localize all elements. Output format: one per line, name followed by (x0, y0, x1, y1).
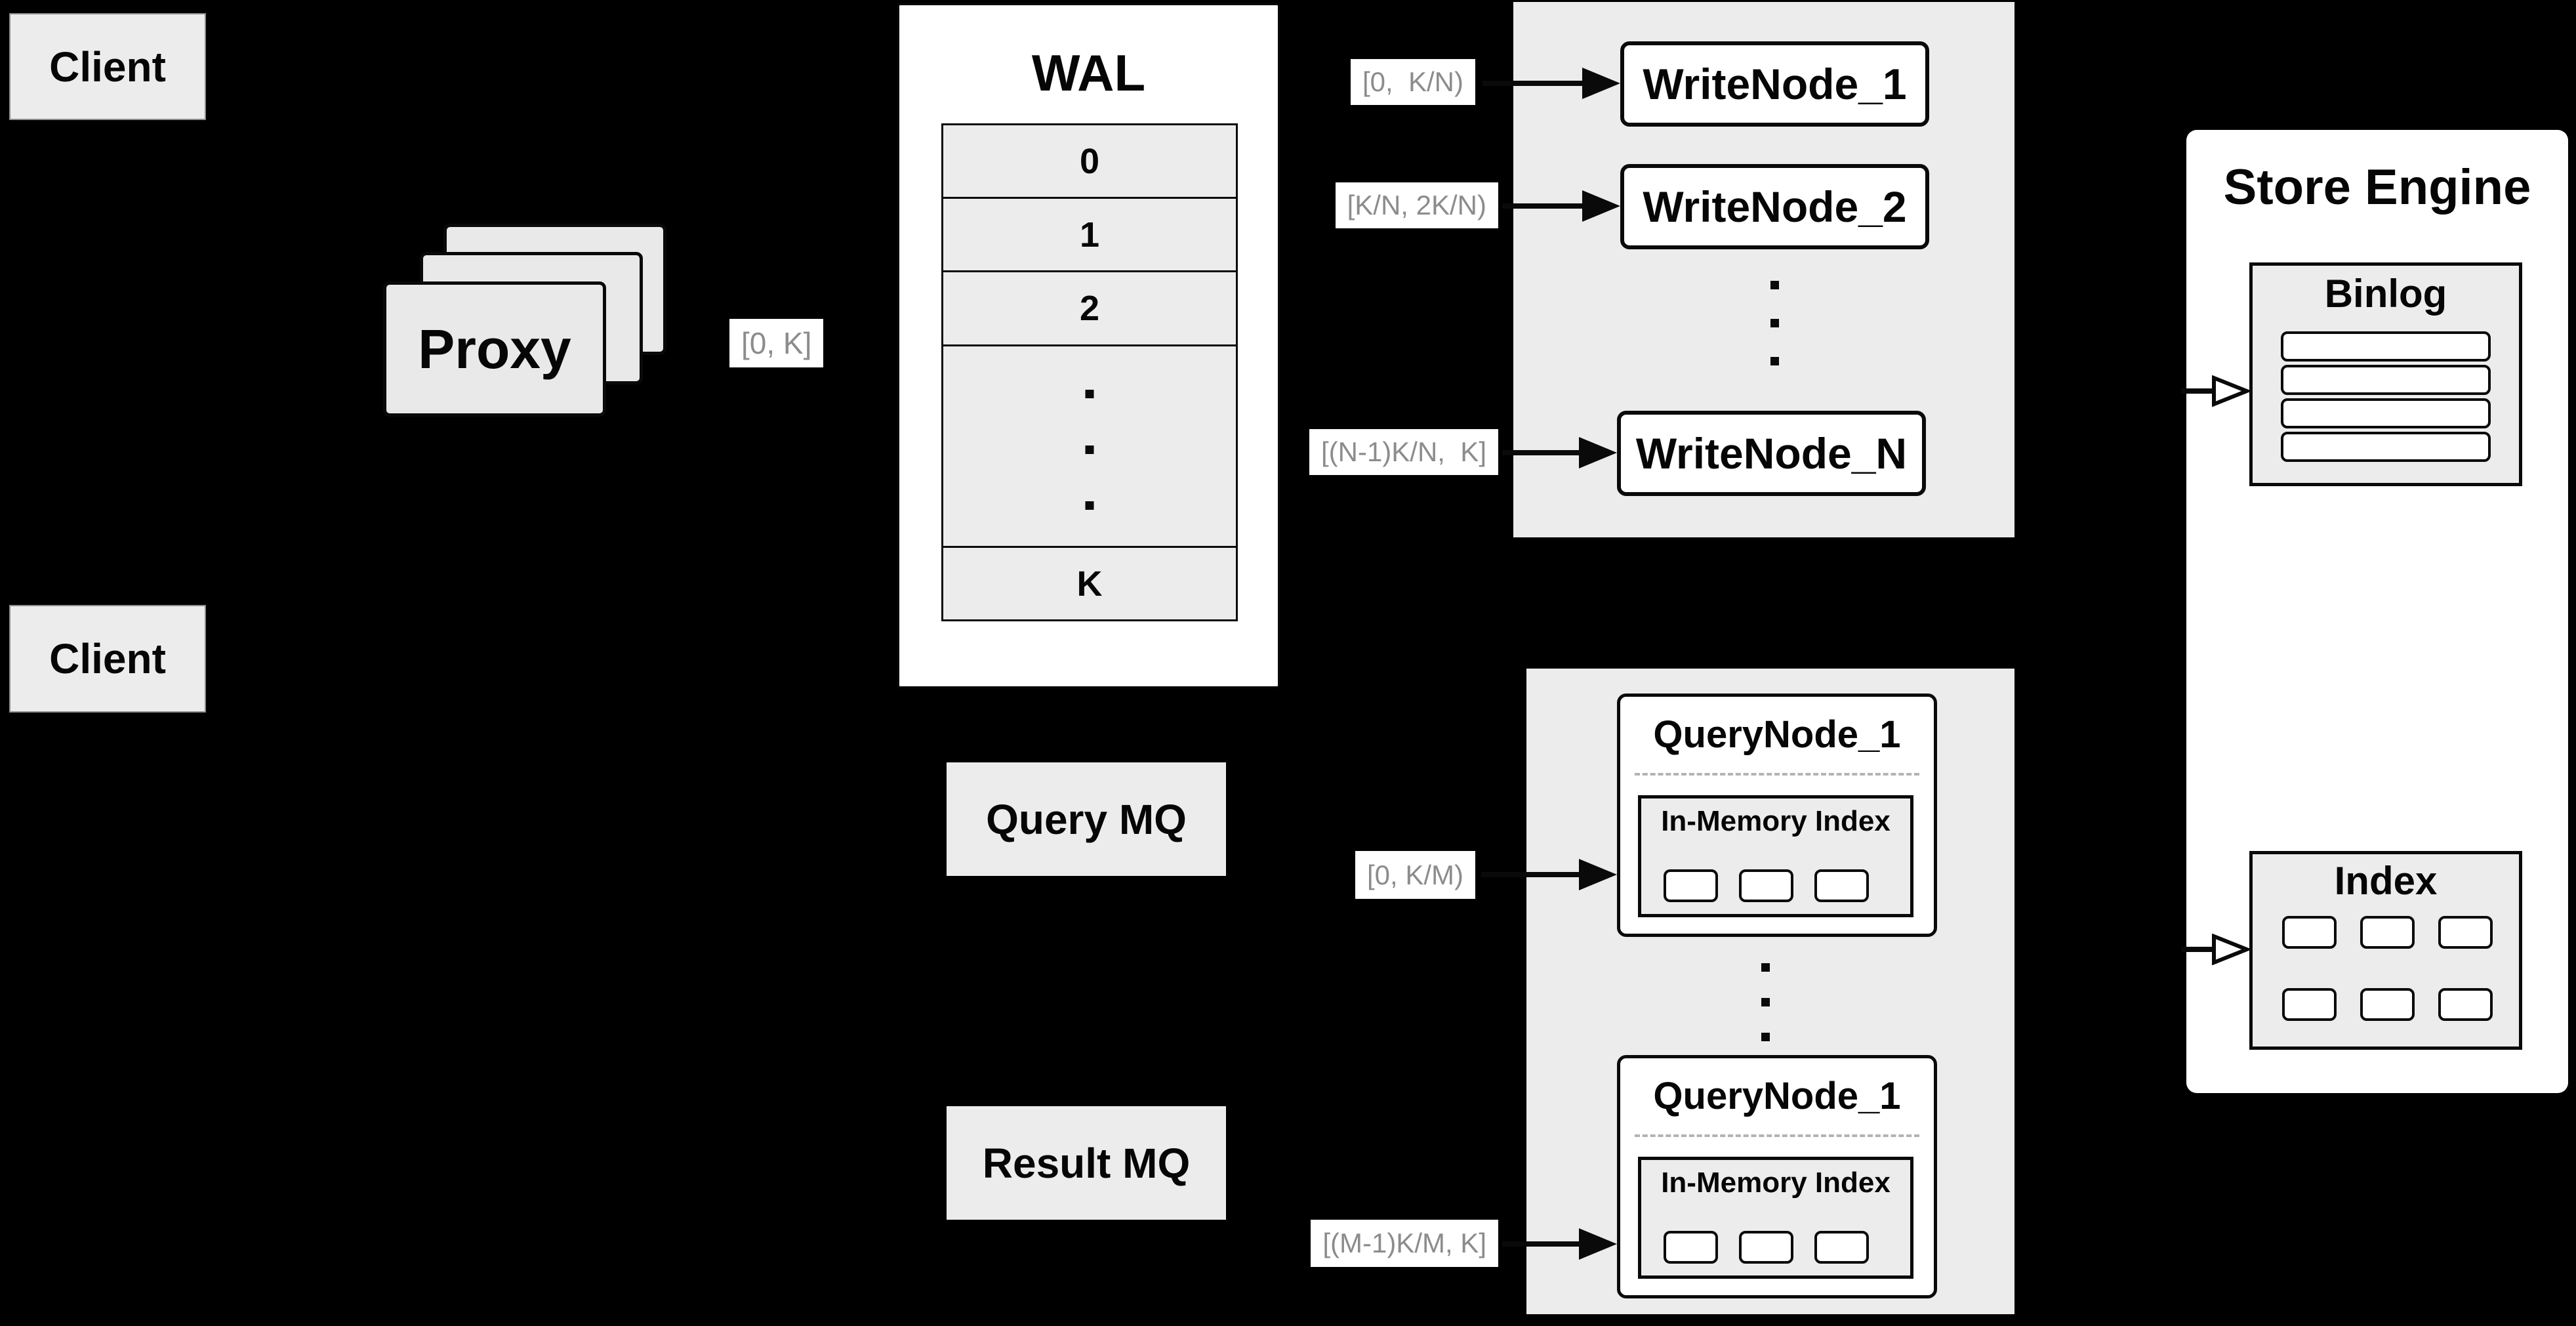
wal-segment-0-label: 0 (1079, 141, 1100, 181)
index-cell (2360, 988, 2415, 1021)
proxy-card-front: Proxy (383, 281, 606, 417)
arrow-line-index (2181, 947, 2213, 952)
result-mq-box: Result MQ (947, 1106, 1226, 1220)
query-node-m: QueryNode_1 In-Memory Index (1617, 1055, 1937, 1298)
store-engine-title: Store Engine (2223, 159, 2531, 215)
memory-cell (1814, 1231, 1869, 1264)
wal-segment-2: 2 (941, 270, 1238, 346)
arrow-head-query-1-icon (1579, 859, 1617, 890)
memory-cell (1739, 869, 1793, 902)
range-chip-query-1: [0, K/M) (1355, 851, 1475, 899)
write-node-n-label: WriteNode_N (1635, 429, 1908, 478)
arrow-line-binlog (2181, 388, 2213, 394)
query-node-panel: QueryNode_1 In-Memory Index QueryNode_1 … (1526, 669, 2014, 1314)
query-node-m-title: QueryNode_1 (1653, 1075, 1901, 1117)
wal-segment-k: K (941, 546, 1238, 621)
query-node-ellipsis-dots-icon (1761, 963, 1770, 1041)
binlog-row (2281, 365, 2491, 395)
index-cell (2438, 916, 2493, 949)
result-mq-label: Result MQ (982, 1139, 1191, 1187)
wal-segment-list: 0 1 2 K (941, 123, 1238, 621)
write-node-n: WriteNode_N (1617, 411, 1926, 496)
index-box: Index (2249, 851, 2522, 1050)
store-engine-panel: Store Engine Binlog Index (2186, 130, 2568, 1093)
wal-segment-k-label: K (1076, 564, 1103, 604)
wal-panel: WAL 0 1 2 K (897, 3, 1280, 688)
wal-title: WAL (1031, 44, 1146, 102)
binlog-title: Binlog (2324, 272, 2447, 316)
memory-cell (1739, 1231, 1793, 1264)
wal-segment-1-label: 1 (1079, 215, 1100, 255)
arrow-line-write-1 (1482, 81, 1582, 86)
memory-cell (1664, 869, 1718, 902)
client-box-top: Client (9, 13, 206, 120)
wal-segment-ellipsis (941, 344, 1238, 548)
query-node-1-divider (1635, 773, 1919, 776)
index-cells (2282, 916, 2493, 1021)
query-node-1: QueryNode_1 In-Memory Index (1617, 694, 1937, 937)
write-node-ellipsis-dots-icon (1770, 281, 1779, 365)
arrow-line-query-m (1502, 1241, 1579, 1247)
write-node-1-label: WriteNode_1 (1643, 60, 1907, 108)
binlog-box: Binlog (2249, 262, 2522, 486)
memory-cell (1814, 869, 1869, 902)
index-cell (2282, 916, 2337, 949)
arrow-head-query-m-icon (1579, 1228, 1617, 1260)
binlog-row (2281, 398, 2491, 428)
wal-segment-0: 0 (941, 123, 1238, 199)
range-chip-write-1: [0, K/N) (1350, 59, 1475, 105)
arrow-head-index-hollow-icon (2212, 934, 2251, 965)
index-cell (2438, 988, 2493, 1021)
index-cell (2360, 916, 2415, 949)
in-memory-index-1-cells (1664, 869, 1869, 902)
wal-ellipsis-dots-icon (1085, 390, 1094, 510)
memory-cell (1664, 1231, 1718, 1264)
arrow-head-binlog-hollow-icon (2212, 375, 2251, 407)
range-chip-0-k: [0, K] (729, 319, 824, 367)
client-box-bottom: Client (9, 605, 206, 713)
range-chip-write-n: [(N-1)K/N, K] (1309, 429, 1498, 475)
binlog-row (2281, 331, 2491, 362)
binlog-row (2281, 432, 2491, 462)
in-memory-index-1-title: In-Memory Index (1661, 805, 1891, 837)
index-cell (2282, 988, 2337, 1021)
arrow-head-write-2-icon (1582, 190, 1620, 222)
write-node-1: WriteNode_1 (1620, 41, 1929, 127)
arrow-line-write-n (1502, 450, 1579, 455)
client-bottom-label: Client (49, 635, 166, 682)
index-title: Index (2334, 859, 2438, 903)
client-top-label: Client (49, 43, 166, 91)
wal-segment-1: 1 (941, 197, 1238, 272)
range-chip-query-m: [(M-1)K/M, K] (1311, 1220, 1498, 1267)
write-node-2-label: WriteNode_2 (1643, 182, 1907, 231)
in-memory-index-2-cells (1664, 1231, 1869, 1264)
proxy-label: Proxy (418, 318, 571, 380)
query-mq-box: Query MQ (947, 762, 1226, 876)
query-node-m-divider (1635, 1134, 1919, 1137)
range-chip-write-2: [K/N, 2K/N) (1335, 182, 1498, 228)
wal-segment-2-label: 2 (1079, 289, 1100, 328)
query-mq-label: Query MQ (986, 795, 1187, 843)
in-memory-index-box-2: In-Memory Index (1638, 1157, 1913, 1279)
arrow-line-query-1 (1481, 872, 1579, 877)
arrow-line-write-2 (1502, 203, 1582, 209)
arrow-head-write-1-icon (1582, 68, 1620, 99)
write-node-2: WriteNode_2 (1620, 164, 1929, 249)
in-memory-index-box-1: In-Memory Index (1638, 795, 1913, 917)
query-node-1-title: QueryNode_1 (1653, 713, 1901, 756)
arrow-head-write-n-icon (1579, 437, 1617, 468)
binlog-rows (2281, 331, 2491, 462)
in-memory-index-2-title: In-Memory Index (1661, 1167, 1891, 1199)
